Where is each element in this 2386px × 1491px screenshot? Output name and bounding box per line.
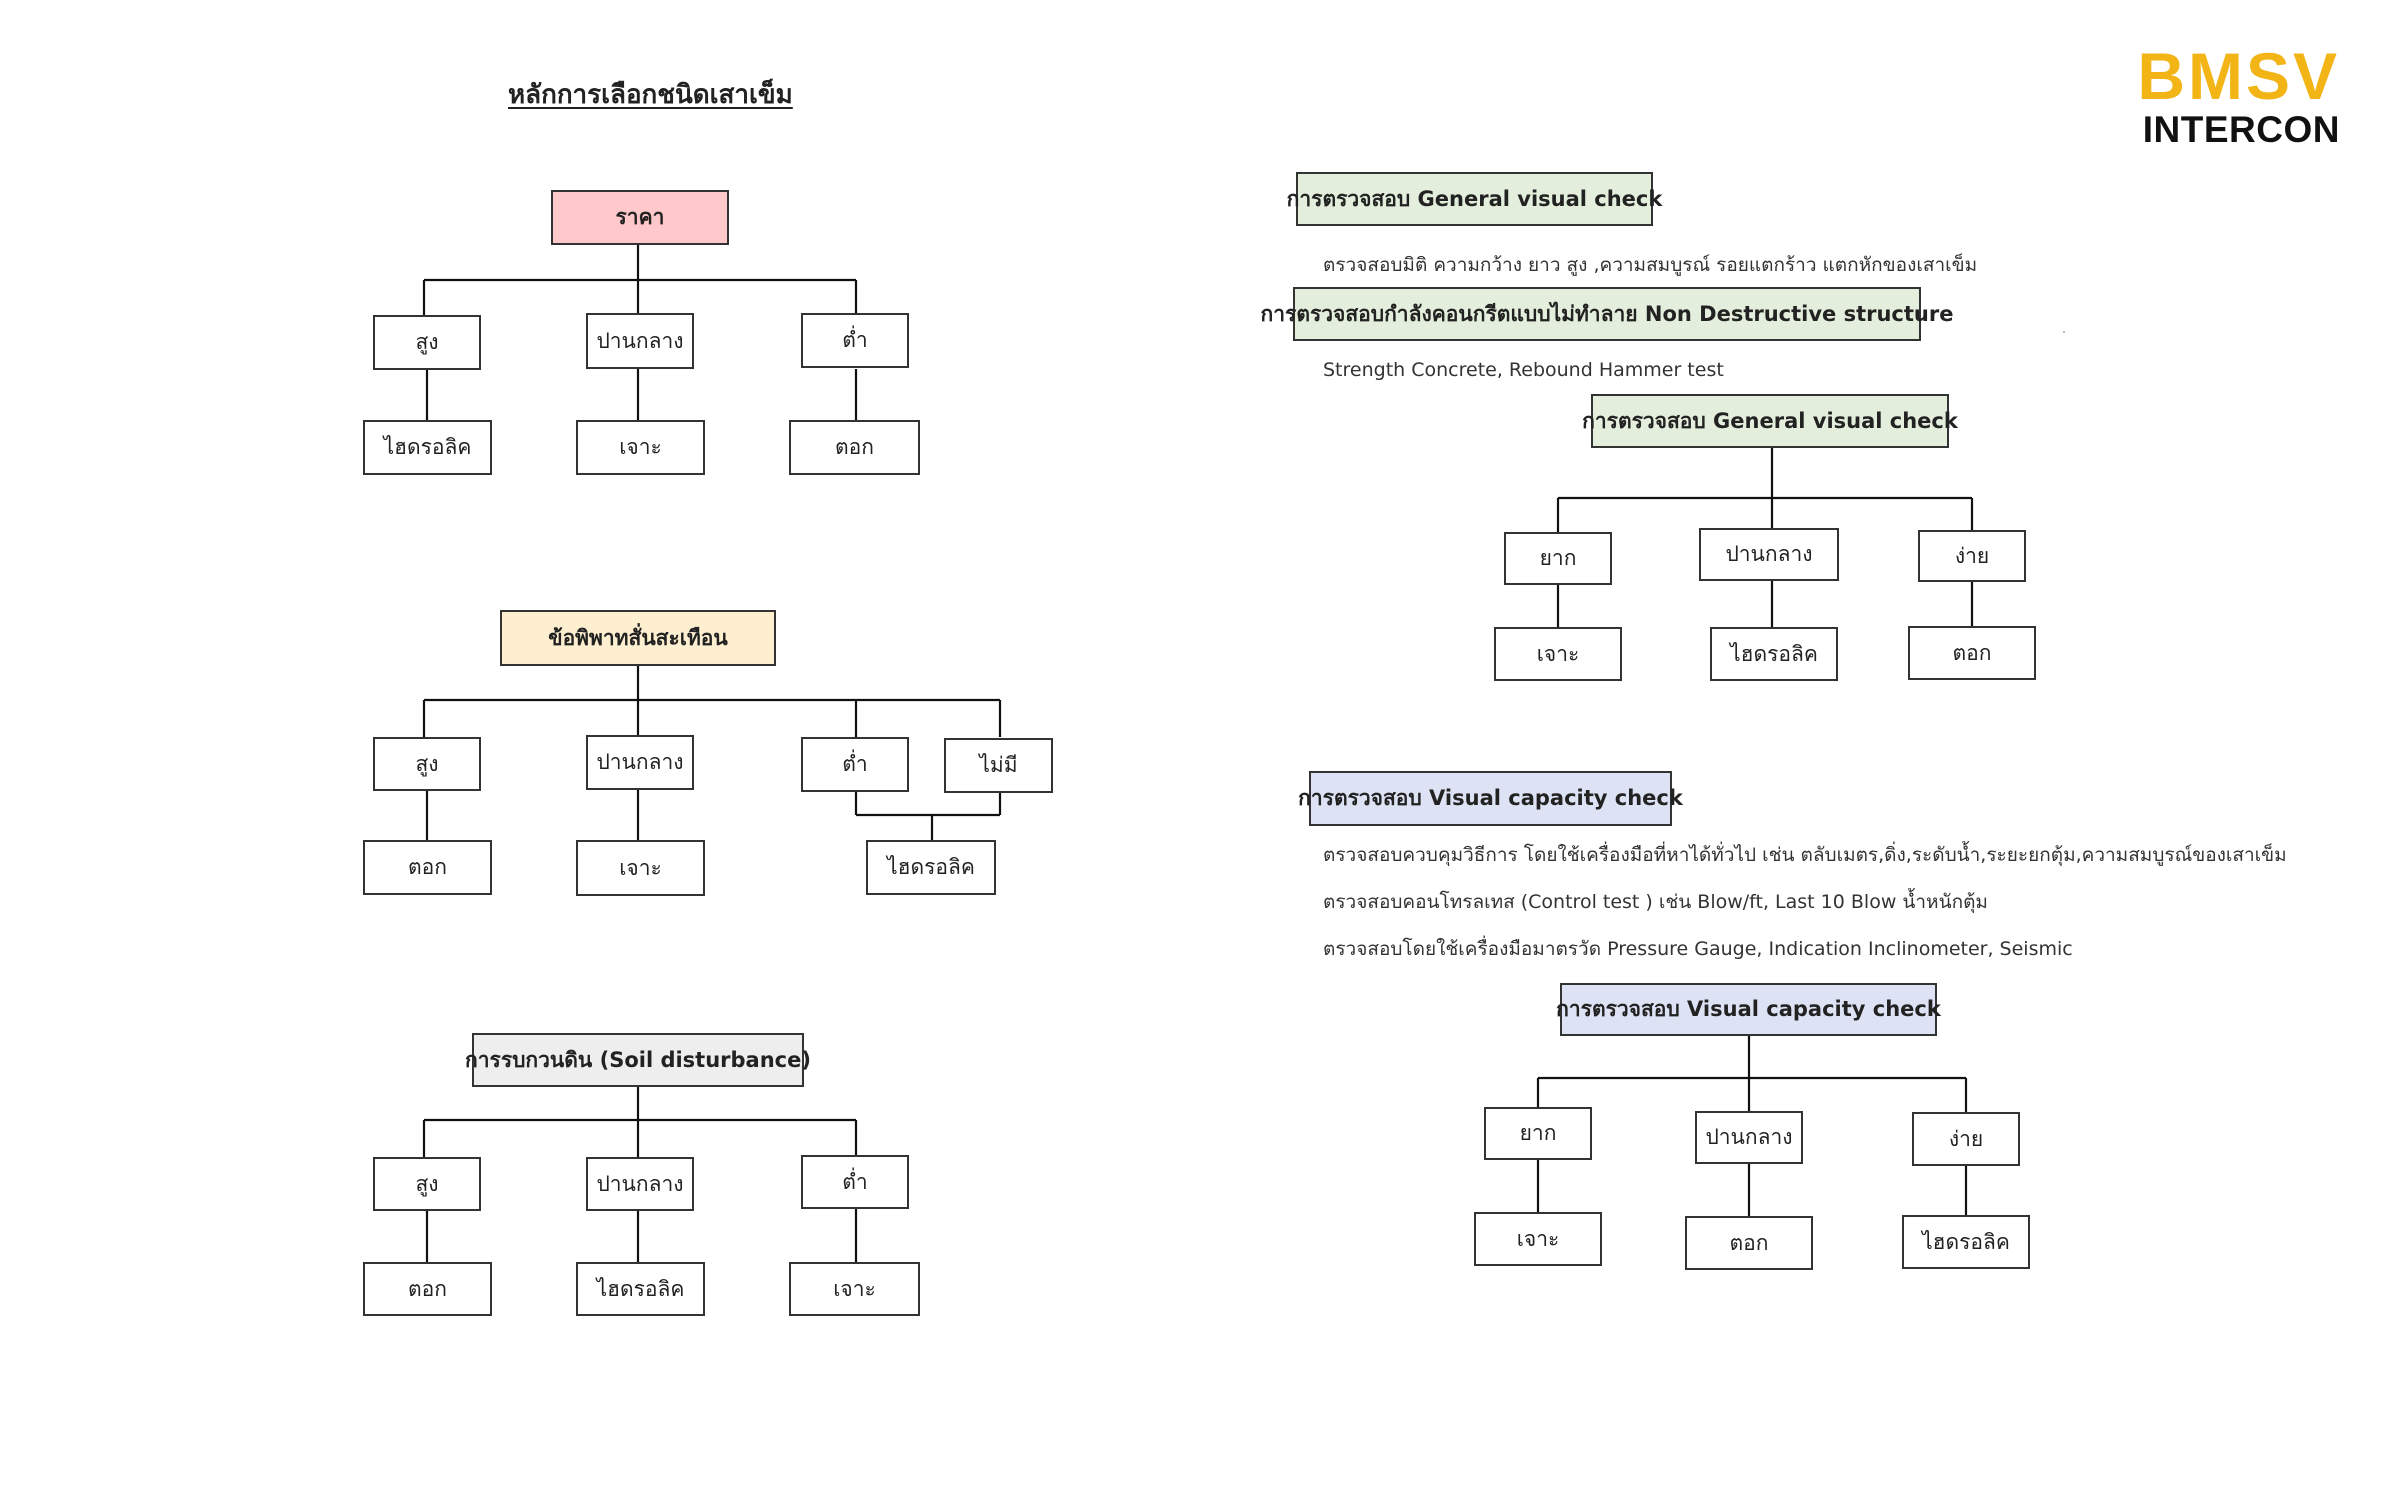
logo-intercon: INTERCON	[2142, 109, 2340, 150]
soil-result-node: เจาะ	[789, 1262, 920, 1316]
connector	[1536, 1036, 1968, 1112]
visual-capacity-line-1: ตรวจสอบควบคุมวิธีการ โดยใช้เครื่องมือที่…	[1323, 844, 2287, 866]
soil-option-node: ต่ำ	[801, 1155, 909, 1209]
soil-result-node: ตอก	[363, 1262, 492, 1316]
capacity-check-option-node: ยาก	[1484, 1107, 1592, 1160]
capacity-check-option-node: ปานกลาง	[1695, 1111, 1803, 1164]
brand-logo: BMSV INTERCON	[2137, 39, 2340, 152]
general-check-result-node: ไฮดรอลิค	[1710, 627, 1838, 681]
soil-option-node: สูง	[373, 1157, 481, 1211]
connector	[1536, 1159, 1968, 1216]
price-option-node: ต่ำ	[801, 313, 909, 368]
connector	[854, 792, 1002, 840]
vibration-option-node: ไม่มี	[944, 738, 1053, 793]
vibration-shared-result-node: ไฮดรอลิค	[866, 840, 996, 895]
capacity-check-result-node: ตอก	[1685, 1216, 1813, 1270]
logo-bmsv: BMSV	[2137, 39, 2340, 113]
general-check-option-node: ปานกลาง	[1699, 528, 1839, 581]
connector	[1556, 580, 1974, 627]
page-title: หลักการเลือกชนิดเสาเข็ม	[508, 80, 793, 110]
visual-capacity-line-3: ตรวจสอบโดยใช้เครื่องมือมาตรวัด Pressure …	[1323, 938, 2073, 960]
general-check-option-node: ง่าย	[1918, 530, 2026, 582]
soil-result-node: ไฮดรอลิค	[576, 1262, 705, 1316]
connector	[425, 790, 640, 840]
general-visual-check-header: การตรวจสอบ General visual check	[1287, 172, 1662, 226]
capacity-check-option-node: ง่าย	[1912, 1112, 2020, 1166]
vibration-root-node: ข้อพิพาทสั่นสะเทือน	[500, 610, 776, 666]
connector	[422, 666, 1002, 737]
vibration-option-node: สูง	[373, 737, 481, 791]
capacity-check-result-node: ไฮดรอลิค	[1902, 1215, 2030, 1269]
price-option-node: สูง	[373, 315, 481, 370]
connector	[1556, 448, 1974, 532]
non-destructive-header: การตรวจสอบกำลังคอนกรีตแบบไม่ทำลาย Non De…	[1261, 287, 1953, 341]
soil-root-node: การรบกวนดิน (Soil disturbance)	[465, 1033, 811, 1087]
connector	[422, 1086, 858, 1157]
connector	[425, 369, 858, 420]
connector	[425, 1209, 858, 1262]
general-visual-check-description: ตรวจสอบมิติ ความกว้าง ยาว สูง ,ความสมบูร…	[1323, 254, 1978, 276]
price-root-node: ราคา	[551, 190, 729, 245]
soil-option-node: ปานกลาง	[586, 1157, 694, 1211]
price-result-node: ตอก	[789, 420, 920, 475]
vibration-option-node: ปานกลาง	[586, 735, 694, 790]
general-check-root-node: การตรวจสอบ General visual check	[1582, 394, 1958, 448]
general-check-option-node: ยาก	[1504, 532, 1612, 585]
vibration-result-node: ตอก	[363, 840, 492, 895]
price-result-node: เจาะ	[576, 420, 705, 475]
capacity-check-result-node: เจาะ	[1474, 1212, 1602, 1266]
vibration-result-node: เจาะ	[576, 840, 705, 896]
general-check-result-node: ตอก	[1908, 626, 2036, 680]
non-destructive-description: Strength Concrete, Rebound Hammer test	[1323, 359, 1724, 381]
vibration-option-node: ต่ำ	[801, 737, 909, 792]
visual-capacity-line-2: ตรวจสอบคอนโทรลเทส (Control test ) เช่น B…	[1323, 891, 1988, 913]
visual-capacity-check-header: การตรวจสอบ Visual capacity check	[1298, 771, 1683, 826]
stray-dot	[2063, 331, 2065, 333]
general-check-result-node: เจาะ	[1494, 627, 1622, 681]
connector	[422, 245, 858, 315]
capacity-check-root-node: การตรวจสอบ Visual capacity check	[1556, 983, 1941, 1036]
price-result-node: ไฮดรอลิค	[363, 420, 492, 475]
price-option-node: ปานกลาง	[586, 313, 694, 369]
